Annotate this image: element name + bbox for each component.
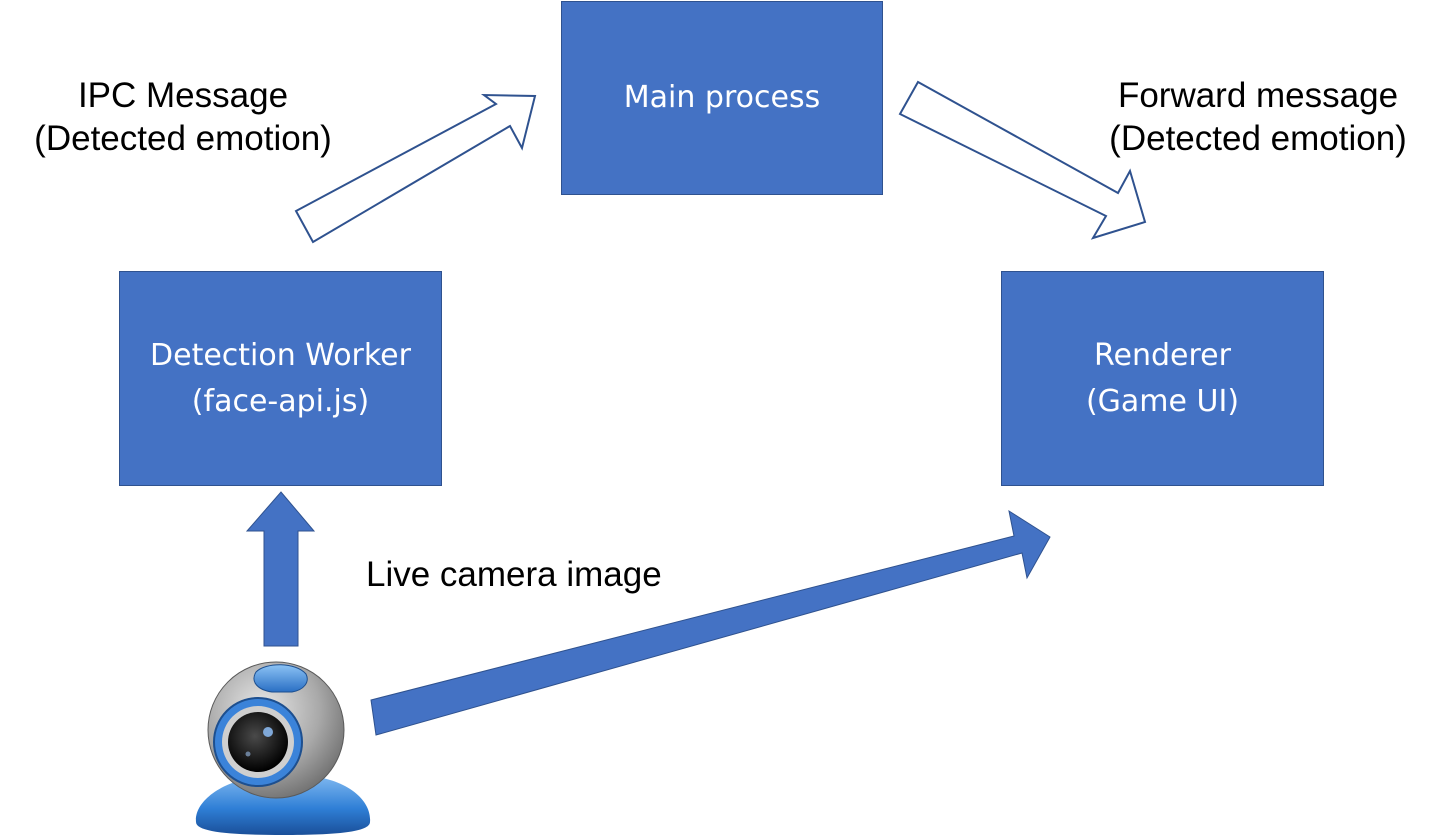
live-camera-label: Live camera image xyxy=(366,553,662,596)
main-process-label: Main process xyxy=(623,80,821,115)
forward-arrow xyxy=(898,80,1147,240)
ipc-message-line-2: (Detected emotion) xyxy=(34,119,332,158)
ipc-message-label: IPC Message (Detected emotion) xyxy=(18,74,348,160)
webcam-base xyxy=(195,776,371,835)
ipc-arrow xyxy=(294,93,537,244)
forward-message-label: Forward message (Detected emotion) xyxy=(1093,74,1423,160)
detection-worker-box: Detection Worker (face-api.js) xyxy=(119,271,442,486)
detection-worker-subtitle: (face-api.js) xyxy=(191,383,370,419)
detection-worker-title: Detection Worker xyxy=(150,337,411,373)
webcam-lens-glint xyxy=(263,727,273,737)
main-process-box: Main process xyxy=(561,1,883,195)
camera-to-detection-arrow xyxy=(245,491,316,647)
webcam-icon xyxy=(195,661,371,835)
forward-message-line-1: Forward message xyxy=(1117,76,1399,115)
webcam-top-cap xyxy=(253,664,308,693)
ipc-message-line-1: IPC Message xyxy=(77,76,289,115)
renderer-box: Renderer (Game UI) xyxy=(1001,271,1324,486)
webcam-lens-glint-small xyxy=(245,751,251,757)
live-camera-text: Live camera image xyxy=(366,555,662,594)
renderer-title: Renderer xyxy=(1094,337,1231,373)
webcam-lens xyxy=(228,712,288,772)
renderer-subtitle: (Game UI) xyxy=(1085,383,1240,419)
camera-to-renderer-arrow xyxy=(370,509,1051,736)
forward-message-line-2: (Detected emotion) xyxy=(1109,119,1407,158)
